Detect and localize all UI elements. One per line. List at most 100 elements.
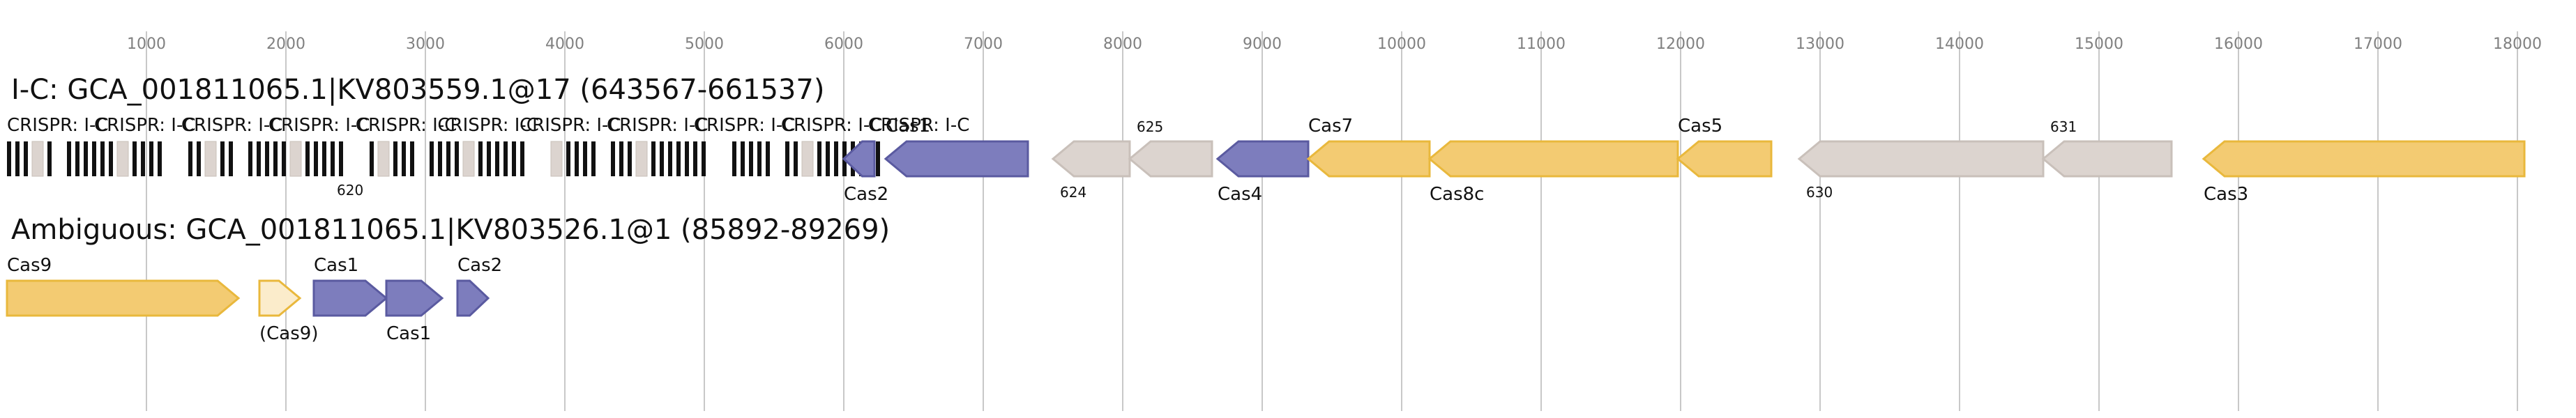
- track-1-gene-7-label: Cas5: [1678, 116, 1722, 137]
- crispr-repeat: [741, 141, 745, 176]
- track-1-gene-0-label: Cas2: [844, 184, 888, 205]
- track-1-gene-7[interactable]: [1676, 140, 1773, 178]
- crispr-repeat: [455, 141, 459, 176]
- track-1-gene-1-label: Cas1: [886, 116, 930, 137]
- track-1-gene-0[interactable]: [842, 140, 876, 178]
- crispr-repeat: [550, 141, 563, 177]
- track-1-gene-2[interactable]: [1051, 140, 1131, 178]
- crispr-repeat: [628, 141, 632, 176]
- tick-label-16000: 16000: [2214, 36, 2263, 53]
- crispr-repeat: [314, 141, 318, 176]
- crispr-label-4: CRISPR: I-C: [356, 115, 457, 136]
- track-1-gene-9[interactable]: [2041, 140, 2173, 178]
- crispr-repeat: [757, 141, 762, 176]
- crispr-repeat: [785, 141, 789, 176]
- crispr-repeat: [92, 141, 96, 176]
- crispr-repeat: [282, 141, 286, 176]
- crispr-repeat: [273, 141, 278, 176]
- crispr-repeat: [583, 141, 587, 176]
- crispr-repeat: [766, 141, 770, 176]
- crispr-repeat: [591, 141, 596, 176]
- crispr-repeat: [801, 141, 814, 177]
- crispr-repeat: [15, 141, 20, 176]
- crispr-repeat: [651, 141, 656, 176]
- crispr-repeat: [75, 141, 79, 176]
- track-2-gene-1[interactable]: [258, 279, 302, 317]
- tick-label-11000: 11000: [1517, 36, 1566, 53]
- tick-label-17000: 17000: [2354, 36, 2402, 53]
- crispr-repeat: [702, 141, 706, 176]
- track-1-gene-9-label: 631: [2050, 118, 2077, 135]
- track-1-gene-8-label: 630: [1806, 184, 1833, 201]
- crispr-repeat: [566, 141, 570, 176]
- crispr-repeat: [331, 141, 335, 176]
- crispr-label-6: CRISPR: I-C: [520, 115, 621, 136]
- track-2-gene-4-label: Cas2: [457, 255, 502, 276]
- track-2-gene-3-label: Cas1: [386, 323, 431, 344]
- crispr-repeat: [393, 141, 397, 176]
- track-1-gene-6[interactable]: [1427, 140, 1679, 178]
- tick-label-3000: 3000: [406, 36, 445, 53]
- track-2-gene-0[interactable]: [6, 279, 241, 317]
- crispr-repeat: [322, 141, 326, 176]
- crispr-label-9: CRISPR: I-C: [781, 115, 883, 136]
- tick-label-7000: 7000: [964, 36, 1003, 53]
- track-1-gene-2-label: 624: [1060, 184, 1086, 201]
- tick-label-5000: 5000: [685, 36, 724, 53]
- track-2-gene-3[interactable]: [385, 279, 444, 317]
- crispr-repeat: [826, 141, 830, 176]
- crispr-repeat: [794, 141, 798, 176]
- crispr-repeat: [487, 141, 491, 176]
- tick-label-10000: 10000: [1377, 36, 1426, 53]
- crispr-repeat: [575, 141, 579, 176]
- tick-label-12000: 12000: [1656, 36, 1705, 53]
- crispr-repeat: [478, 141, 483, 176]
- crispr-label-3: CRISPR: I-C: [268, 115, 370, 136]
- track-2-gene-2-label: Cas1: [314, 255, 358, 276]
- track-1-gene-5[interactable]: [1306, 140, 1431, 178]
- crispr-repeat: [693, 141, 697, 176]
- crispr-repeat: [204, 141, 217, 177]
- track-1-gene-4[interactable]: [1215, 140, 1310, 178]
- track-1-gene-3[interactable]: [1128, 140, 1213, 178]
- crispr-repeat: [817, 141, 821, 176]
- tick-label-18000: 18000: [2493, 36, 2542, 53]
- track-2-title: Ambiguous: GCA_001811065.1|KV803526.1@1 …: [11, 214, 890, 246]
- track-1-gene-5-label: Cas7: [1308, 116, 1353, 137]
- track-1-gene-4-label: Cas4: [1218, 184, 1262, 205]
- crispr-repeat: [520, 141, 524, 176]
- crispr-label-10: CRISPR: I-C: [868, 115, 970, 136]
- crispr-label-1: CRISPR: I-C: [94, 115, 196, 136]
- track-1-gene-10[interactable]: [2202, 140, 2526, 178]
- tick-label-9000: 9000: [1243, 36, 1282, 53]
- crispr-repeat: [495, 141, 499, 176]
- track-2-gene-2[interactable]: [312, 279, 388, 317]
- crispr-repeat: [430, 141, 434, 176]
- crispr-repeat: [100, 141, 105, 176]
- tick-label-2000: 2000: [266, 36, 305, 53]
- crispr-repeat: [141, 141, 145, 176]
- crispr-repeat: [248, 141, 252, 176]
- crispr-repeat: [377, 141, 390, 177]
- crispr-repeat: [685, 141, 689, 176]
- crispr-repeat: [402, 141, 406, 176]
- track-1-title: I-C: GCA_001811065.1|KV803559.1@17 (6435…: [11, 74, 824, 106]
- crispr-repeat: [339, 141, 343, 176]
- crispr-repeat: [305, 141, 310, 176]
- crispr-repeat: [229, 141, 233, 176]
- crispr-repeat: [512, 141, 516, 176]
- tick-label-14000: 14000: [1935, 36, 1984, 53]
- crispr-repeat: [289, 141, 302, 177]
- tick-label-4000: 4000: [545, 36, 584, 53]
- track-2-gene-4[interactable]: [456, 279, 490, 317]
- crispr-array: 620: [7, 141, 944, 199]
- track-1-gene-3-label: 625: [1137, 118, 1163, 135]
- crispr-repeat: [31, 141, 44, 177]
- crispr-label-7: CRISPR: I-C: [607, 115, 709, 136]
- crispr-repeat: [84, 141, 88, 176]
- crispr-repeat: [876, 141, 880, 176]
- track-1-gene-1[interactable]: [884, 140, 1029, 178]
- track-1-gene-8[interactable]: [1797, 140, 2045, 178]
